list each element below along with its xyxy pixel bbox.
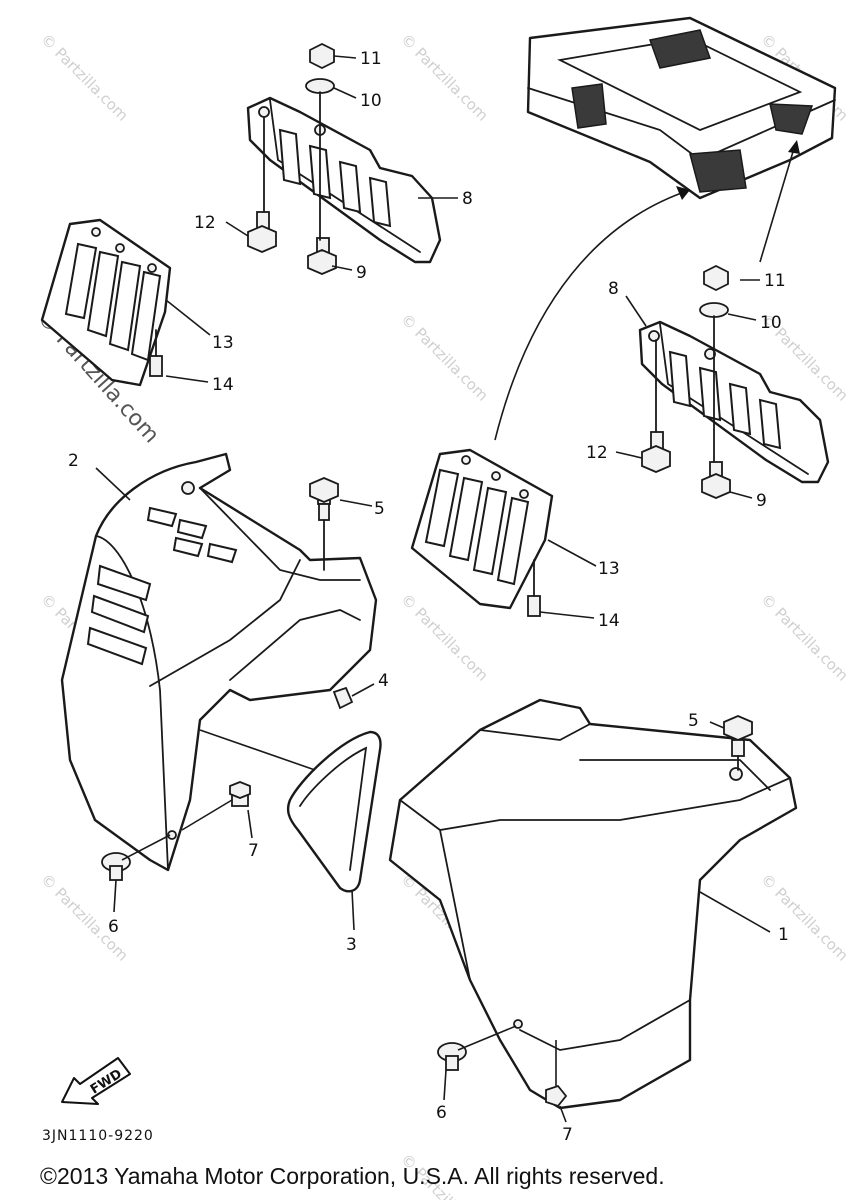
watermark: © Partzilla.com bbox=[757, 590, 852, 685]
callout-10: 10 bbox=[760, 313, 782, 333]
diagram-code: 3JN1110-9220 bbox=[42, 1128, 154, 1144]
grille-cover-middle bbox=[410, 448, 554, 617]
seat-bracket-assembly bbox=[526, 16, 837, 200]
callout-7: 7 bbox=[248, 841, 259, 861]
watermark: © Partzilla.com bbox=[37, 30, 132, 125]
callout-13: 13 bbox=[598, 559, 620, 579]
callout-9: 9 bbox=[356, 263, 367, 283]
hardware-upper-left bbox=[247, 42, 337, 275]
callouts: 11 10 8 12 9 13 14 2 5 4 7 6 3 11 10 8 1… bbox=[68, 49, 789, 1145]
callout-6: 6 bbox=[108, 917, 119, 937]
callout-11: 11 bbox=[360, 49, 382, 69]
callout-8: 8 bbox=[462, 189, 473, 209]
copyright-notice: ©2013 Yamaha Motor Corporation, U.S.A. A… bbox=[40, 1163, 665, 1189]
callout-14: 14 bbox=[212, 375, 234, 395]
callout-13: 13 bbox=[212, 333, 234, 353]
forward-direction-arrow: FWD bbox=[61, 1057, 131, 1105]
callout-12: 12 bbox=[194, 213, 216, 233]
callout-8: 8 bbox=[608, 279, 619, 299]
callout-14: 14 bbox=[598, 611, 620, 631]
watermark: © Partzilla.com bbox=[397, 30, 492, 125]
callout-2: 2 bbox=[68, 451, 79, 471]
callout-1: 1 bbox=[778, 925, 789, 945]
callout-5: 5 bbox=[688, 711, 699, 731]
side-cover-left bbox=[60, 452, 378, 872]
callout-6: 6 bbox=[436, 1103, 447, 1123]
hardware-right bbox=[641, 264, 731, 499]
watermark: © Partzilla.com bbox=[397, 590, 492, 685]
grille-cover-left bbox=[40, 218, 172, 387]
callout-9: 9 bbox=[756, 491, 767, 511]
callout-4: 4 bbox=[378, 671, 389, 691]
callout-12: 12 bbox=[586, 443, 608, 463]
callout-5: 5 bbox=[374, 499, 385, 519]
hardware-left-fairing bbox=[101, 477, 354, 881]
watermark: © Partzilla.com bbox=[757, 870, 852, 965]
callout-10: 10 bbox=[360, 91, 382, 111]
bracket-right bbox=[638, 320, 830, 484]
callout-3: 3 bbox=[346, 935, 357, 955]
callout-7: 7 bbox=[562, 1125, 573, 1145]
watermark: © Partzilla.com bbox=[397, 310, 492, 405]
callout-11: 11 bbox=[764, 271, 786, 291]
side-cover-right bbox=[388, 698, 798, 1110]
side-panel-triangle bbox=[286, 730, 382, 893]
bracket-upper-left bbox=[246, 96, 442, 264]
hardware-right-fairing bbox=[437, 715, 753, 1108]
leader-lines bbox=[95, 55, 771, 1123]
